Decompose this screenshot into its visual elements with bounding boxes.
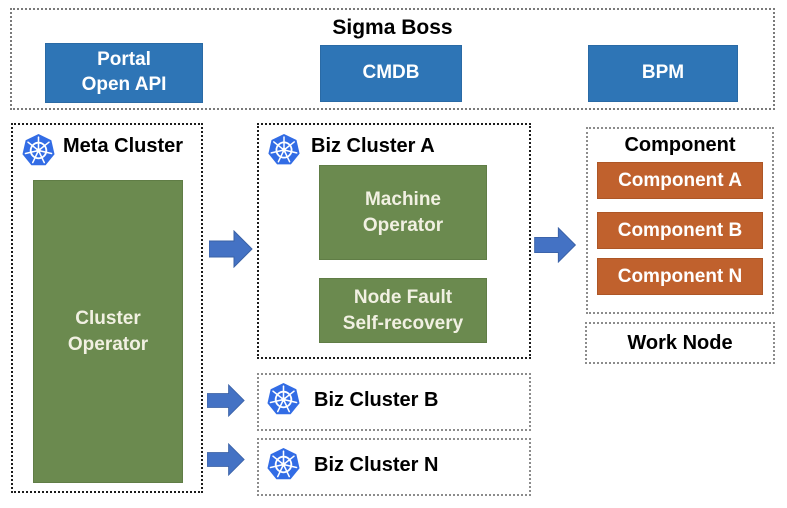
component-a-box: Component A <box>597 162 763 199</box>
kubernetes-icon <box>267 383 300 415</box>
kubernetes-icon <box>22 134 55 166</box>
portal-open-api-box: Portal Open API <box>45 43 203 103</box>
biz-cluster-n-group: Biz Cluster N <box>257 438 531 496</box>
biz-cluster-b-title: Biz Cluster B <box>314 389 439 411</box>
cluster-operator-box: Cluster Operator <box>33 180 183 483</box>
biz-cluster-a-title: Biz Cluster A <box>311 135 435 157</box>
biz-cluster-n-title: Biz Cluster N <box>314 454 439 476</box>
arrow-right-icon <box>209 230 253 268</box>
work-node-group: Work Node <box>585 322 775 364</box>
arrow-right-icon <box>207 383 245 418</box>
arrow-right-icon <box>534 227 577 263</box>
sigma-boss-title: Sigma Boss <box>332 16 453 39</box>
component-b-box: Component B <box>597 212 763 249</box>
bpm-box: BPM <box>588 45 738 102</box>
meta-cluster-group: Meta Cluster Cluster Operator <box>11 123 203 493</box>
biz-cluster-b-group: Biz Cluster B <box>257 373 531 431</box>
cmdb-box: CMDB <box>320 45 462 102</box>
sigma-boss-group: Sigma Boss Portal Open API CMDB BPM <box>10 8 775 110</box>
biz-cluster-a-group: Biz Cluster A Machine Operator Node Faul… <box>257 123 531 359</box>
node-fault-self-recovery-box: Node Fault Self-recovery <box>319 278 487 343</box>
kubernetes-icon <box>267 448 300 480</box>
arrow-right-icon <box>207 442 245 477</box>
kubernetes-icon <box>268 134 300 165</box>
component-n-box: Component N <box>597 258 763 295</box>
machine-operator-box: Machine Operator <box>319 165 487 260</box>
component-group: Component Component A Component B Compon… <box>586 127 774 314</box>
component-title: Component <box>624 134 736 156</box>
work-node-title: Work Node <box>627 331 733 354</box>
meta-cluster-title: Meta Cluster <box>63 135 184 157</box>
